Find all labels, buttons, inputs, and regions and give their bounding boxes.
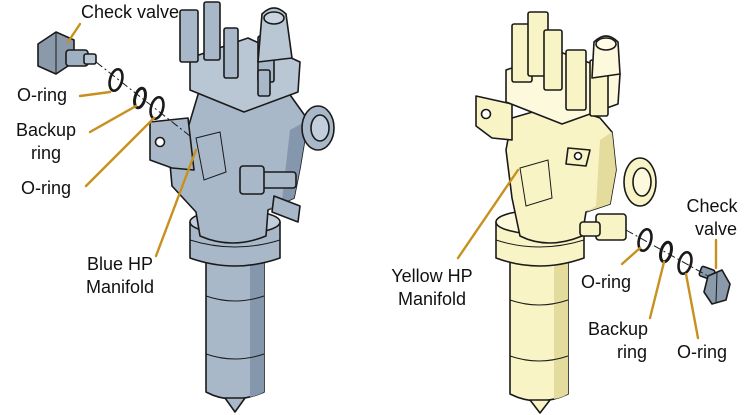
labels: Check valve O-ring Backup ring O-ring Bl… bbox=[16, 2, 739, 362]
blue-manifold-drawing bbox=[149, 1, 335, 413]
label-right-backup-line1: Backup bbox=[588, 319, 648, 339]
label-right-backup-line2: ring bbox=[617, 342, 647, 362]
right-o-ring-right bbox=[677, 250, 693, 276]
label-left-o-ring-top: O-ring bbox=[17, 85, 67, 105]
left-o-ring-top bbox=[108, 67, 124, 93]
label-blue-line1: Blue HP bbox=[87, 254, 153, 274]
label-blue-line2: Manifold bbox=[86, 277, 154, 297]
label-right-check-line1: Check bbox=[686, 196, 738, 216]
leader-right-backup-ring bbox=[648, 260, 666, 320]
label-yellow-line1: Yellow HP bbox=[391, 266, 472, 286]
right-check-valve bbox=[698, 265, 731, 305]
leader-right-o-ring-left bbox=[620, 246, 642, 266]
label-left-o-ring-bottom: O-ring bbox=[21, 178, 71, 198]
leader-lines bbox=[66, 22, 718, 340]
yellow-manifold-drawing bbox=[475, 11, 657, 414]
left-assembly-axis bbox=[95, 61, 191, 137]
left-backup-ring bbox=[133, 86, 147, 110]
left-check-valve bbox=[37, 31, 97, 75]
label-left-backup-line1: Backup bbox=[16, 120, 76, 140]
right-o-ring-left bbox=[637, 227, 653, 253]
label-left-backup-line2: ring bbox=[31, 143, 61, 163]
label-right-o-ring-left: O-ring bbox=[581, 272, 631, 292]
leader-blue-manifold bbox=[154, 148, 198, 258]
label-yellow-line2: Manifold bbox=[398, 289, 466, 309]
right-backup-ring bbox=[659, 240, 673, 264]
leader-yellow-manifold bbox=[456, 168, 520, 260]
leader-right-o-ring-right bbox=[684, 272, 700, 340]
leader-left-check-valve bbox=[66, 22, 82, 44]
label-right-o-ring-right: O-ring bbox=[677, 342, 727, 362]
leader-left-o-ring-bottom bbox=[84, 116, 156, 188]
label-left-check-valve: Check valve bbox=[81, 2, 179, 22]
left-o-ring-bottom bbox=[149, 95, 165, 121]
label-right-check-line2: valve bbox=[695, 219, 737, 239]
leader-left-backup-ring bbox=[88, 104, 138, 134]
leader-left-o-ring-top bbox=[78, 90, 112, 98]
